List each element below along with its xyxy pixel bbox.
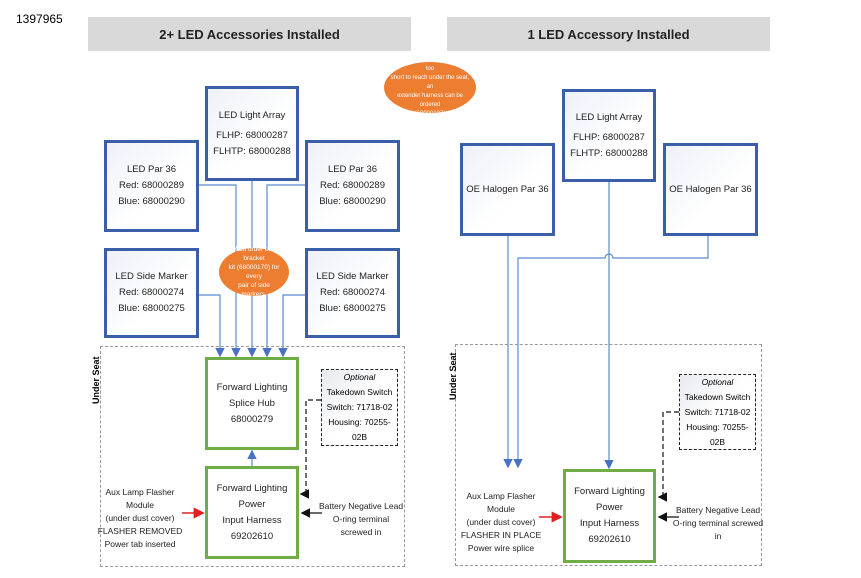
note-line: (under dust cover) <box>105 513 175 523</box>
box-line: Splice Hub <box>229 397 275 409</box>
takedown-wire-right <box>657 411 679 502</box>
box-line: Takedown Switch <box>684 391 751 402</box>
power-harness-box-right: Forward Lighting Power Input Harness 692… <box>563 469 656 563</box>
box-line: FLHP: 68000287 <box>216 129 288 141</box>
box-line: Input Harness <box>579 518 640 529</box>
box-line: Forward Lighting Power <box>216 482 288 510</box>
box-title: LED Light Array <box>575 111 643 123</box>
right-header: 1 LED Accessory Installed <box>447 17 770 51</box>
box-line: FLHTP: 68000288 <box>213 145 291 157</box>
note-line: short to reach under the seat, an <box>390 75 470 90</box>
note-line: Battery Negative Lead <box>318 501 404 511</box>
led-light-array-box-right: LED Light Array FLHP: 68000287 FLHTP: 68… <box>562 89 656 182</box>
note-line: FLASHER REMOVED <box>97 526 183 536</box>
box-line: Input Harness <box>222 514 282 526</box>
splice-hub-box: Forward Lighting Splice Hub 68000279 <box>205 357 299 450</box>
under-seat-area-left <box>100 346 405 567</box>
box-line: Red: 68000274 <box>119 287 184 298</box>
box-title: OE Halogen Par 36 <box>466 183 549 195</box>
box-line: Forward Lighting Power <box>574 486 645 513</box>
power-harness-box-left: Forward Lighting Power Input Harness 692… <box>205 466 299 559</box>
note-line: If harness of ANY LED light is too <box>390 57 470 72</box>
box-line: Blue: 68000275 <box>118 303 185 314</box>
box-line: Blue: 68000275 <box>319 303 386 314</box>
box-line: Forward Lighting <box>216 381 288 393</box>
under-seat-label-right: Under Seat <box>448 352 458 400</box>
note-line: O-ring terminal screwed in <box>332 514 390 537</box>
optional-title: Optional <box>701 376 734 387</box>
note-line: (under dust cover) <box>466 517 536 527</box>
note-line: Aux Lamp Flasher Module <box>466 491 536 514</box>
wire-side-marker-right <box>278 294 305 358</box>
optional-title: Optional <box>343 372 376 382</box>
box-line: 68000279 <box>230 413 274 425</box>
flasher-note-left: Aux Lamp Flasher Module (under dust cove… <box>96 486 184 551</box>
box-title: OE Halogen Par 36 <box>669 183 752 195</box>
led-light-array-box: LED Light Array FLHP: 68000287 FLHTP: 68… <box>205 86 299 181</box>
box-line: Housing: 70255-02B <box>686 421 749 447</box>
note-line: O-ring terminal screwed in <box>672 518 764 541</box>
box-title: LED Side Marker <box>316 271 389 282</box>
note-line: extender harness can be ordered <box>396 93 464 108</box>
box-line: Red: 68000289 <box>119 180 184 191</box>
led-par36-left-box: LED Par 36 Red: 68000289 Blue: 68000290 <box>104 140 199 232</box>
box-line: Switch: 71718-02 <box>684 406 751 417</box>
bracket-kit-note: Must order one bracket kit (68000170) fo… <box>219 246 289 298</box>
led-side-marker-right-box: LED Side Marker Red: 68000274 Blue: 6800… <box>305 248 400 338</box>
box-line: Switch: 71718-02 <box>326 402 393 412</box>
box-title: LED Side Marker <box>115 271 188 282</box>
led-par36-right-box: LED Par 36 Red: 68000289 Blue: 68000290 <box>305 140 400 232</box>
note-line: Power wire splice <box>467 543 535 553</box>
note-line: (68000137) <box>414 111 446 117</box>
box-line: FLHP: 68000287 <box>573 131 645 143</box>
left-header: 2+ LED Accessories Installed <box>88 17 411 51</box>
halogen-par36-right-box: OE Halogen Par 36 <box>663 143 758 236</box>
optional-takedown-switch-left: Optional Takedown Switch Switch: 71718-0… <box>321 369 398 446</box>
box-line: 69202610 <box>588 534 631 545</box>
optional-takedown-switch-right: Optional Takedown Switch Switch: 71718-0… <box>679 374 756 450</box>
note-line: kit (68000170) for every <box>228 264 280 280</box>
under-seat-label: Under Seat <box>91 356 101 404</box>
wire-side-marker-left <box>199 294 225 358</box>
box-line: Takedown Switch <box>326 387 393 397</box>
extender-harness-note: If harness of ANY LED light is too short… <box>384 57 476 117</box>
led-side-marker-left-box: LED Side Marker Red: 68000274 Blue: 6800… <box>104 248 199 338</box>
note-line: Power tab inserted <box>104 539 176 549</box>
box-line: 69202610 <box>230 530 274 542</box>
flasher-note-right: Aux Lamp Flasher Module (under dust cove… <box>456 490 546 555</box>
note-line: Battery Negative Lead <box>675 505 761 515</box>
note-line: Aux Lamp Flasher Module <box>105 487 175 510</box>
battery-note-left: Battery Negative Lead O-ring terminal sc… <box>316 500 406 539</box>
box-line: Red: 68000289 <box>320 180 385 191</box>
wire-par36-right <box>262 184 305 358</box>
box-title: LED Par 36 <box>327 164 378 175</box>
halogen-par36-left-box: OE Halogen Par 36 <box>460 143 555 236</box>
box-line: Housing: 70255-02B <box>328 417 391 442</box>
under-seat-area-right <box>455 344 762 566</box>
image-id-label: 1397965 <box>16 12 63 26</box>
box-line: Blue: 68000290 <box>118 196 185 207</box>
note-line: Must order one bracket <box>232 246 276 262</box>
box-line: Blue: 68000290 <box>319 196 386 207</box>
box-line: FLHTP: 68000288 <box>570 147 648 159</box>
wire-par36-left <box>199 184 241 358</box>
note-line: FLASHER IN PLACE <box>460 530 542 540</box>
note-line: pair of side markers. <box>238 282 270 298</box>
box-title: LED Par 36 <box>126 164 177 175</box>
box-title: LED Light Array <box>218 109 286 121</box>
battery-note-right: Battery Negative Lead O-ring terminal sc… <box>672 504 764 543</box>
box-line: Red: 68000274 <box>320 287 385 298</box>
